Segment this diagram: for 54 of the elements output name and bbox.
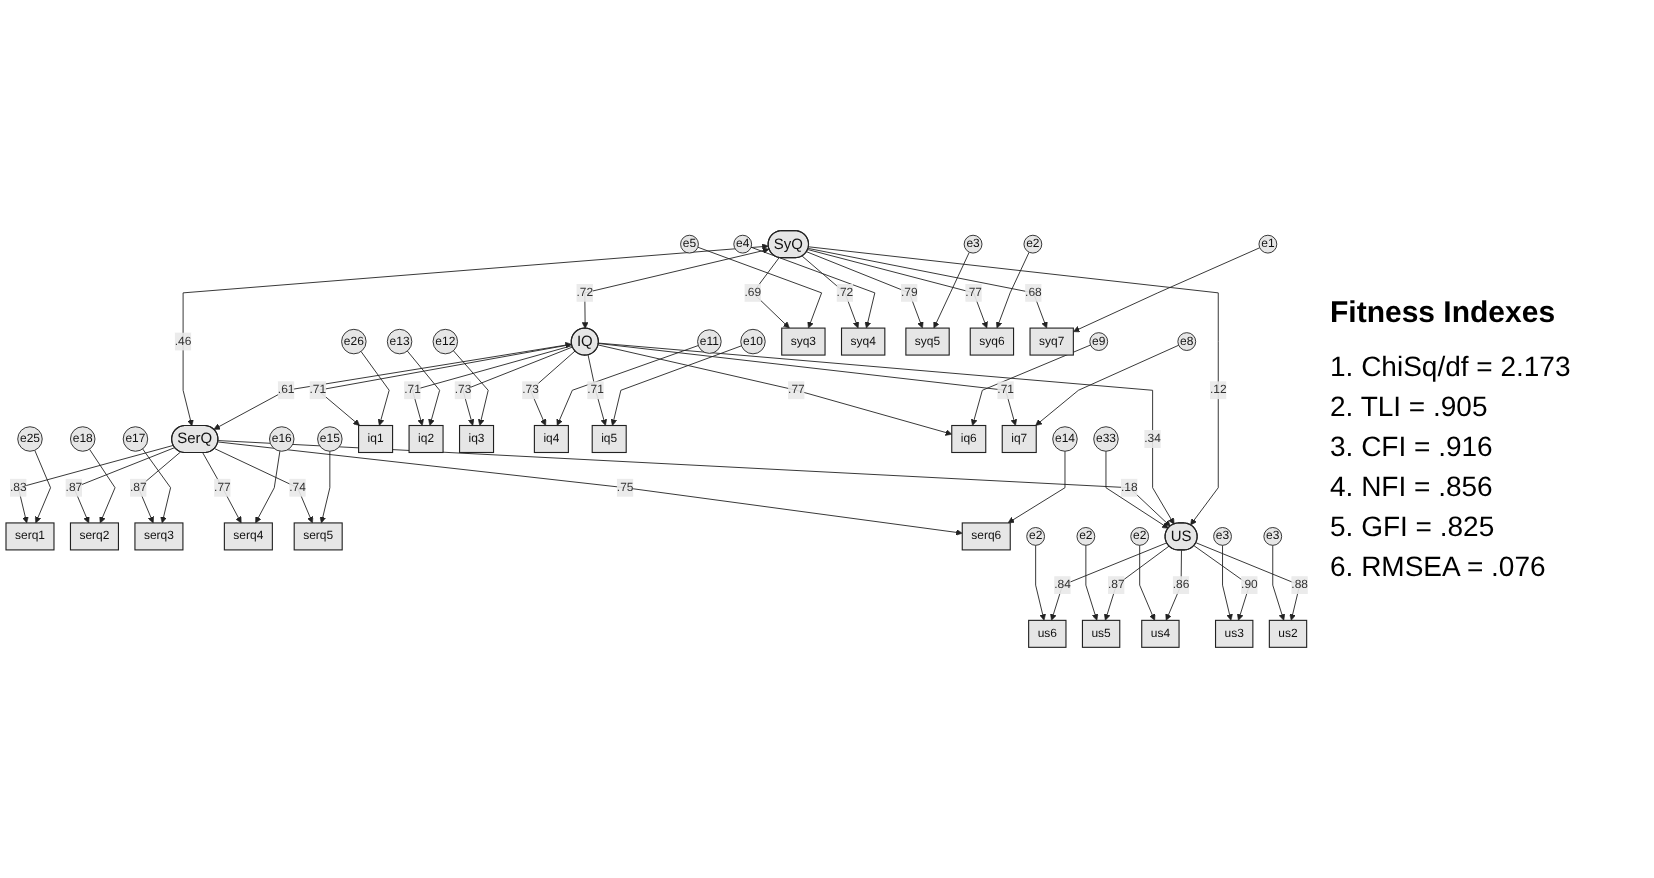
node-circle	[1093, 426, 1119, 452]
node-box	[1029, 327, 1074, 356]
node-circle	[1213, 527, 1232, 546]
node-circle	[1089, 332, 1109, 351]
node-box	[969, 327, 1015, 356]
node-circle	[269, 426, 295, 452]
node-circle	[1258, 234, 1278, 254]
node-circle	[963, 234, 983, 254]
fit-index-text: 1. ChiSq/df = 2.173	[1330, 350, 1573, 382]
node-box	[459, 424, 495, 454]
node-box	[840, 327, 886, 356]
node-circle	[1076, 527, 1096, 546]
node-box	[293, 522, 343, 551]
node-box	[905, 327, 950, 356]
node-circle	[680, 234, 699, 254]
node-circle	[1052, 426, 1078, 452]
node-circle	[386, 328, 413, 355]
node-box	[781, 327, 826, 356]
fit-index-text: 5. GFI = .825	[1330, 510, 1497, 542]
node-box	[533, 424, 569, 454]
node-circle	[317, 426, 343, 452]
node-circle	[341, 328, 367, 355]
node-circle	[432, 328, 458, 355]
node-box	[408, 424, 444, 454]
node-box	[951, 424, 987, 454]
node-circle	[1023, 234, 1043, 254]
node-circle	[1177, 332, 1197, 351]
fit-index-text: 4. NFI = .856	[1330, 470, 1495, 502]
node-circle	[70, 426, 96, 452]
node-box	[961, 522, 1011, 551]
node-circle	[733, 234, 753, 254]
node-box	[223, 522, 273, 551]
fit-index-text: 2. TLI = .905	[1330, 390, 1490, 422]
node-box	[358, 424, 394, 454]
node-box	[1001, 424, 1037, 454]
node-circle	[697, 329, 722, 354]
node-circle	[1263, 527, 1283, 546]
node-box	[1268, 619, 1308, 648]
fit-heading: Fitness Indexes	[1330, 296, 1558, 330]
node-box	[5, 522, 55, 551]
node-circle	[1026, 527, 1045, 546]
node-box	[1215, 619, 1254, 648]
node-circle	[122, 426, 149, 452]
node-box	[134, 522, 184, 551]
node-circle	[1130, 527, 1150, 546]
node-box	[1141, 619, 1180, 648]
fit-index-text: 6. RMSEA = .076	[1330, 550, 1548, 582]
node-circle	[17, 426, 43, 452]
node-box	[69, 522, 119, 551]
node-box	[1028, 619, 1067, 648]
fit-index-text: 3. CFI = .916	[1330, 430, 1495, 462]
node-box	[1081, 619, 1121, 648]
node-box	[591, 424, 627, 454]
node-circle	[740, 328, 766, 355]
